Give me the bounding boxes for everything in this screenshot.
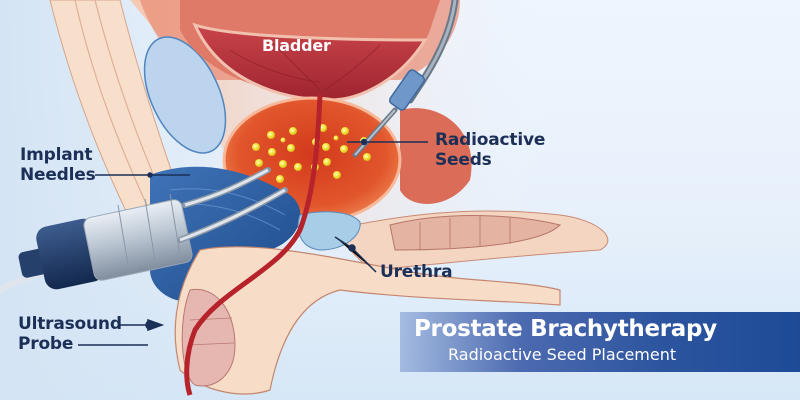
- urethra-structure: [297, 211, 361, 251]
- seminal-vesicle: [400, 108, 472, 204]
- pubic-bone: [143, 36, 227, 154]
- seed-applicator: [352, 0, 459, 158]
- urethra-path: [184, 94, 323, 396]
- bladder-label: Bladder: [262, 36, 331, 55]
- radioactive-seeds-label: Radioactive Seeds: [435, 130, 545, 170]
- banner-subtitle: Radioactive Seed Placement: [448, 345, 677, 364]
- urethra-label: Urethra: [380, 262, 453, 282]
- banner-title: Prostate Brachytherapy: [414, 316, 717, 342]
- ultrasound-probe: [0, 193, 193, 294]
- ultrasound-probe-label: Ultrasound Probe: [18, 314, 122, 354]
- external-tissue: [174, 246, 561, 395]
- radioactive-seeds-label-line1: Radioactive: [435, 130, 546, 150]
- radioactive-seeds-label-line2: Seeds: [435, 150, 492, 170]
- bladder: [180, 0, 440, 102]
- implant-needles-label: Implant Needles: [20, 145, 96, 185]
- implant-needles: [177, 167, 288, 243]
- leader-lines: [78, 138, 428, 346]
- ultrasound-probe-label-line2: Probe: [18, 334, 74, 354]
- ultrasound-probe-label-line1: Ultrasound: [18, 314, 122, 334]
- implant-needles-label-line2: Needles: [20, 165, 96, 185]
- implant-needles-label-line1: Implant: [20, 145, 93, 165]
- title-banner: [400, 312, 800, 372]
- rectum: [389, 215, 561, 251]
